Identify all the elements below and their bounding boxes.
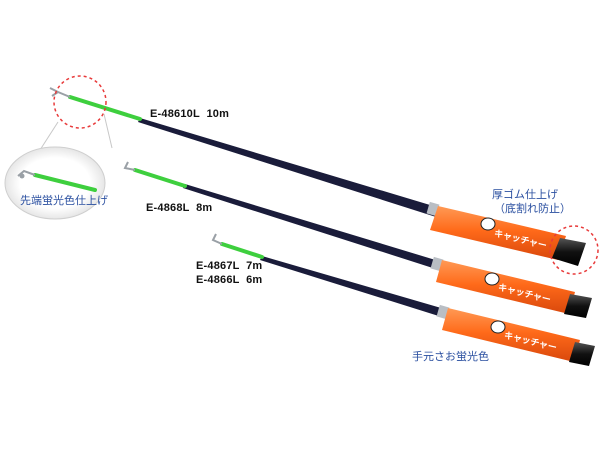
rod-e4867l-e4866l — [211, 233, 595, 366]
callout-grip: 手元さお蛍光色 — [412, 350, 489, 363]
label-e4866l: E-4866L 6m — [196, 274, 263, 286]
end-highlight-circle — [549, 225, 599, 275]
callout-end: 厚ゴム仕上げ （底割れ防止） — [492, 188, 571, 215]
callout-tip: 先端蛍光色仕上げ — [20, 194, 108, 207]
rod-e4868l — [123, 161, 592, 318]
tip-closeup-inset — [4, 113, 113, 220]
label-e4867l: E-4867L 7m — [196, 260, 263, 272]
tip-highlight-circle — [53, 75, 107, 129]
label-e4868l: E-4868L 8m — [146, 202, 213, 214]
label-e48610l: E-48610L 10m — [150, 108, 230, 120]
rod-e48610l — [49, 87, 586, 266]
